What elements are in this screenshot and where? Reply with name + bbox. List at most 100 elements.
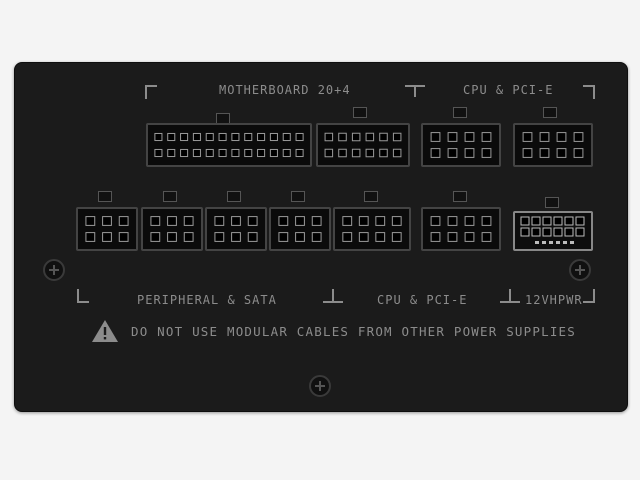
- connector-latch: [163, 191, 177, 202]
- pin: [231, 148, 240, 158]
- pin: [522, 132, 533, 142]
- pin: [218, 132, 227, 142]
- pin: [295, 216, 305, 226]
- bracket-bottom-left: [77, 289, 89, 303]
- label-peripheral-sata: PERIPHERAL & SATA: [137, 293, 277, 307]
- pin: [365, 148, 375, 158]
- pin: [430, 148, 441, 158]
- pin: [118, 216, 129, 226]
- pin: [214, 232, 225, 242]
- pin: [278, 216, 289, 226]
- pin: [85, 232, 96, 242]
- pin: [295, 148, 304, 158]
- bracket-top-mid-stem: [414, 85, 416, 97]
- pin: [244, 132, 253, 142]
- pin: [150, 232, 161, 242]
- connector-peripheral-4: [269, 207, 331, 251]
- connector-peripheral-3: [205, 207, 267, 251]
- pin: [180, 148, 189, 158]
- pin: [358, 216, 369, 226]
- pin: [430, 132, 441, 142]
- label-cpu-pcie-top: CPU & PCI-E: [463, 83, 554, 97]
- pin: [324, 148, 334, 158]
- pin: [205, 148, 214, 158]
- pin: [231, 132, 240, 142]
- bracket-bottom-mid-2: [500, 301, 520, 303]
- pin: [481, 216, 492, 226]
- bracket-bottom-mid-2-stem: [509, 289, 511, 301]
- bracket-bottom-mid-1: [323, 301, 343, 303]
- pin: [214, 216, 225, 226]
- pin: [447, 216, 458, 226]
- pin: [324, 132, 334, 142]
- screw-right: [569, 259, 591, 281]
- pin: [573, 148, 584, 158]
- pin: [278, 232, 289, 242]
- pin-grid: [430, 216, 492, 242]
- pin: [539, 132, 550, 142]
- pin: [358, 232, 369, 242]
- pin: [282, 148, 291, 158]
- connector-peripheral-2: [141, 207, 203, 251]
- pin-grid: [85, 216, 129, 242]
- pin-grid: [342, 216, 402, 242]
- bracket-bottom-right: [583, 289, 595, 303]
- pin: [556, 132, 567, 142]
- pin: [464, 132, 475, 142]
- pin: [464, 232, 475, 242]
- pin: [167, 132, 176, 142]
- pin: [282, 132, 291, 142]
- pin: [180, 132, 189, 142]
- pin: [556, 148, 567, 158]
- pin: [379, 148, 388, 158]
- pin: [183, 216, 194, 226]
- pin: [351, 148, 361, 158]
- pin: [351, 132, 361, 142]
- pin: [481, 232, 492, 242]
- pin: [154, 132, 163, 142]
- pin: [375, 216, 386, 226]
- pin: [447, 132, 458, 142]
- connector-motherboard-24pin: [146, 123, 312, 167]
- pin: [257, 132, 266, 142]
- pin: [257, 148, 266, 158]
- pin: [150, 216, 161, 226]
- vhpwr-pin-grid: [520, 216, 585, 244]
- pin-grid: [214, 216, 258, 242]
- pin: [183, 232, 194, 242]
- connector-latch: [543, 107, 557, 118]
- pin: [247, 216, 258, 226]
- pin: [192, 132, 201, 142]
- pin: [231, 216, 241, 226]
- pin: [205, 132, 214, 142]
- connector-cpu-pcie-top-2: [513, 123, 593, 167]
- label-motherboard: MOTHERBOARD 20+4: [219, 83, 351, 97]
- connector-latch: [453, 107, 467, 118]
- label-12vhpwr: 12VHPWR: [525, 293, 583, 307]
- pin: [167, 148, 176, 158]
- connector-latch: [291, 191, 305, 202]
- pin: [118, 232, 129, 242]
- bracket-top-left: [145, 85, 157, 99]
- pin: [430, 232, 441, 242]
- pin: [154, 148, 163, 158]
- pin: [447, 148, 458, 158]
- pin-grid: [154, 132, 304, 158]
- pin: [192, 148, 201, 158]
- pin: [391, 216, 402, 226]
- pin: [269, 148, 278, 158]
- pin-grid: [150, 216, 194, 242]
- pin: [391, 232, 402, 242]
- pin: [311, 216, 322, 226]
- psu-modular-panel: MOTHERBOARD 20+4 CPU & PCI-E: [14, 62, 628, 412]
- pin: [522, 148, 533, 158]
- pin-grid: [324, 132, 402, 158]
- pin: [342, 232, 353, 242]
- pin: [481, 148, 492, 158]
- connector-cpu-pcie-bottom-2: [421, 207, 501, 251]
- label-cpu-pcie-bottom: CPU & PCI-E: [377, 293, 468, 307]
- pin: [247, 232, 258, 242]
- screw-left: [43, 259, 65, 281]
- pin: [218, 148, 227, 158]
- connector-12vhpwr: [513, 211, 593, 251]
